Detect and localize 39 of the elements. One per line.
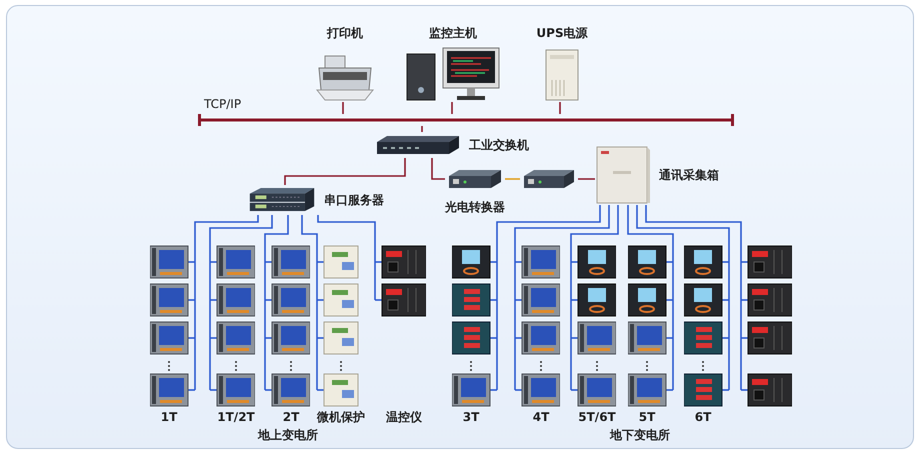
device-label: 串口服务器 bbox=[324, 193, 384, 207]
connection-line bbox=[514, 205, 610, 244]
connection-line bbox=[496, 205, 601, 244]
connection-line bbox=[194, 215, 259, 244]
connection-line bbox=[284, 158, 406, 185]
column-label: 1T/2T bbox=[217, 410, 255, 424]
column-label: 4T bbox=[532, 410, 550, 424]
column-label: 3T bbox=[462, 410, 480, 424]
connection-line bbox=[559, 102, 561, 114]
device-label: 通讯采集箱 bbox=[659, 168, 719, 182]
connection-line bbox=[578, 178, 595, 180]
column-label: 5T/6T bbox=[578, 410, 616, 424]
column-label: 6T bbox=[694, 410, 712, 424]
device-label: 监控主机 bbox=[429, 26, 477, 40]
connection-line bbox=[301, 215, 318, 244]
connection-line bbox=[451, 102, 453, 114]
connection-line bbox=[431, 158, 445, 180]
connection-line bbox=[317, 215, 376, 244]
device-label: 工业交换机 bbox=[469, 138, 529, 152]
connection-line bbox=[264, 215, 289, 244]
connection-line bbox=[645, 205, 742, 244]
connection-line bbox=[636, 205, 730, 244]
connection-line bbox=[505, 178, 520, 180]
substation-label: 地下变电所 bbox=[610, 428, 670, 442]
device-label: UPS电源 bbox=[536, 26, 588, 40]
connection-line bbox=[627, 205, 674, 244]
device-label: 光电转换器 bbox=[445, 200, 505, 214]
column-label: 温控仪 bbox=[386, 410, 422, 424]
bus-label: TCP/IP bbox=[204, 97, 242, 111]
connection-line bbox=[421, 126, 423, 132]
connection-line bbox=[342, 102, 344, 114]
column-label: 2T bbox=[282, 410, 300, 424]
connection-line bbox=[570, 205, 619, 244]
column-label: 微机保护 bbox=[317, 410, 365, 424]
substation-label: 地上变电所 bbox=[258, 428, 318, 442]
connection-line bbox=[209, 215, 273, 244]
column-label: 5T bbox=[638, 410, 656, 424]
column-label: 1T bbox=[160, 410, 178, 424]
device-label: 打印机 bbox=[327, 26, 363, 40]
